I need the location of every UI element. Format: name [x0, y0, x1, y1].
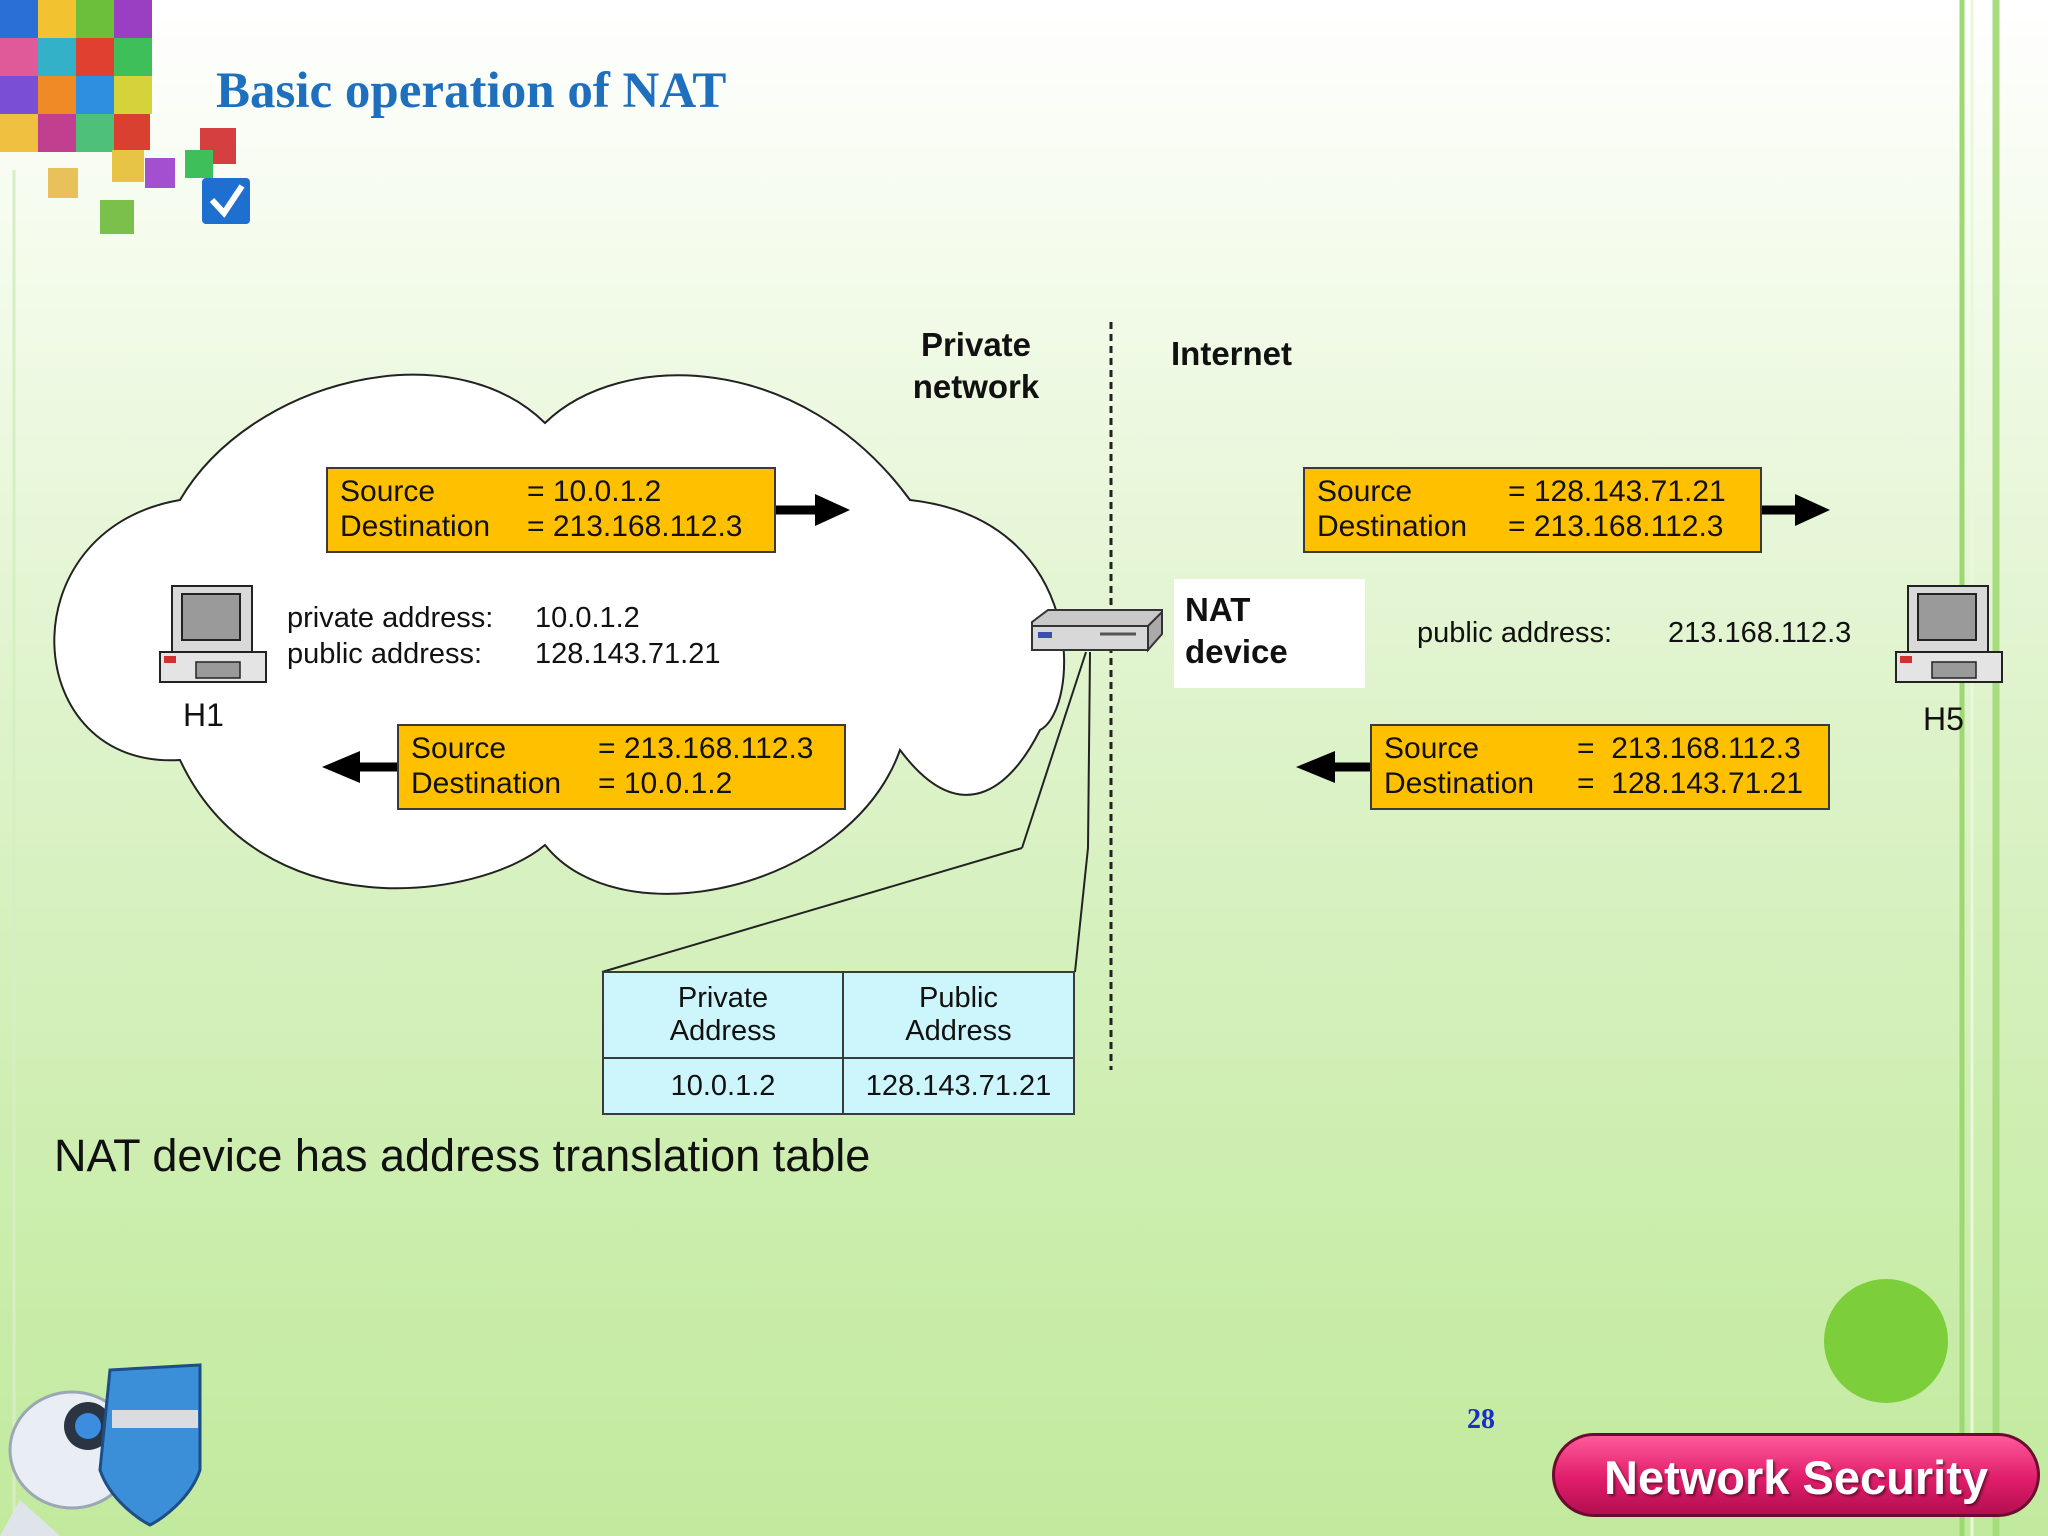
nat-device-label: NAT device — [1174, 579, 1365, 688]
h5-label: H5 — [1923, 701, 1964, 737]
arrow-right-icon — [775, 494, 850, 526]
packet-h1-inbound: Source = 213.168.112.3 Destination = 10.0.… — [397, 724, 846, 810]
private-network-label-line: network — [912, 368, 1040, 405]
packet-internet-outbound: Source = 128.143.71.21 Destination = 213.1… — [1303, 467, 1762, 553]
h1-address-info: private address: 10.0.1.2 public address:… — [287, 600, 720, 672]
packet-destination-label: Destination — [1384, 767, 1535, 800]
arrow-right-icon — [1760, 494, 1830, 526]
nat-translation-table: Private Address Public Address 10.0.1.2 … — [602, 971, 1075, 1115]
network-security-badge-label: Network Security — [1604, 1451, 1988, 1504]
packet-source-label: Source — [1317, 475, 1413, 508]
arrow-left-icon — [322, 751, 398, 783]
green-dot — [1824, 1279, 1948, 1403]
packet-source-value: = 10.0.1.2 — [527, 475, 662, 508]
h1-private-address-value: 10.0.1.2 — [535, 602, 640, 634]
network-security-badge: Network Security — [1552, 1433, 2040, 1517]
h5-public-address-label: public address: — [1417, 617, 1613, 649]
h1-public-address-label: public address: — [287, 638, 483, 670]
table-header-line: Public — [919, 982, 998, 1014]
packet-destination-value: = 213.168.112.3 — [527, 510, 743, 543]
h1-label: H1 — [183, 697, 224, 733]
page-number: 28 — [1467, 1404, 1495, 1435]
packet-destination-label: Destination — [1317, 510, 1468, 543]
h5-address-info: public address: 213.168.112.3 — [1417, 615, 1851, 651]
table-header-line: Address — [905, 1015, 1012, 1047]
packet-h1-outbound: Source = 10.0.1.2 Destination = 213.168.11… — [326, 467, 776, 553]
slide-caption: NAT device has address translation table — [54, 1130, 871, 1181]
packet-internet-inbound: Source = 213.168.112.3 Destination = 128.1… — [1370, 724, 1830, 810]
packet-destination-label: Destination — [340, 510, 491, 543]
packet-source-value: = 213.168.112.3 — [598, 732, 814, 765]
table-header-line: Private — [677, 982, 769, 1014]
computer-h1-icon — [159, 585, 267, 683]
slide-title: Basic operation of NAT — [216, 63, 727, 119]
packet-destination-label: Destination — [411, 767, 562, 800]
packet-destination-value: = 10.0.1.2 — [598, 767, 733, 800]
table-cell-private: 10.0.1.2 — [602, 1057, 844, 1115]
packet-source-label: Source — [411, 732, 507, 765]
nat-device-label-line: device — [1185, 633, 1288, 670]
internet-label: Internet — [1171, 335, 1293, 372]
computer-h5-icon — [1895, 585, 2003, 683]
h5-public-address-value: 213.168.112.3 — [1668, 617, 1852, 649]
private-network-label-line: Private — [920, 326, 1032, 363]
packet-source-value: = 213.168.112.3 — [1577, 732, 1801, 765]
private-network-label: Private network — [900, 324, 1052, 408]
table-header-row: Private Address Public Address — [602, 971, 1075, 1059]
packet-source-value: = 128.143.71.21 — [1508, 475, 1726, 508]
packet-destination-value: = 128.143.71.21 — [1577, 767, 1804, 800]
right-border-lines — [1959, 0, 2000, 1536]
table-header-public: Public Address — [842, 971, 1075, 1059]
table-cell-public: 128.143.71.21 — [842, 1057, 1075, 1115]
cubes-logo — [0, 0, 250, 234]
packet-source-label: Source — [1384, 732, 1480, 765]
nat-device-label-line: NAT — [1185, 591, 1251, 628]
packet-source-label: Source — [340, 475, 436, 508]
table-header-line: Address — [669, 1015, 777, 1047]
h1-private-address-label: private address: — [287, 602, 494, 634]
table-header-private: Private Address — [602, 971, 844, 1059]
security-robot-icon — [0, 1363, 202, 1536]
h1-public-address-value: 128.143.71.21 — [535, 638, 721, 670]
arrow-left-icon — [1296, 751, 1370, 783]
router-icon — [1031, 609, 1163, 653]
packet-destination-value: = 213.168.112.3 — [1508, 510, 1724, 543]
table-row: 10.0.1.2 128.143.71.21 — [602, 1057, 1075, 1115]
